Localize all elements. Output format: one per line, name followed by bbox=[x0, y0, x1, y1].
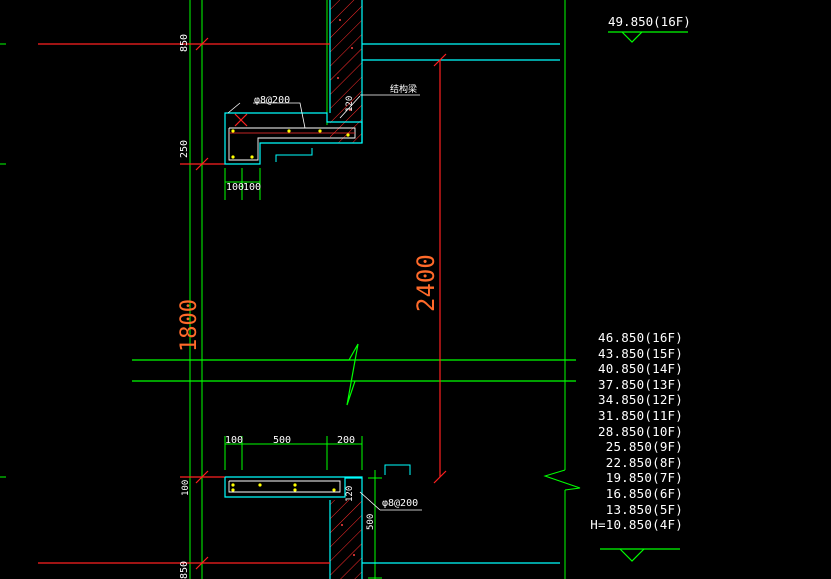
break-line bbox=[132, 343, 576, 406]
lower-canopy bbox=[224, 464, 411, 498]
level-elevation-item: 37.850(13F) bbox=[598, 376, 683, 392]
level-elevation-item: 22.850(8F) bbox=[605, 454, 683, 470]
rebar-label-bottom: φ8@200 bbox=[382, 498, 418, 509]
level-elevation-item: 28.850(10F) bbox=[598, 423, 683, 439]
dim-200: 200 bbox=[337, 435, 355, 446]
concrete-wall bbox=[329, 0, 363, 579]
floor-slab-lines bbox=[362, 43, 560, 564]
dim-100-a: 100 bbox=[226, 182, 244, 193]
level-marker-bottom bbox=[600, 548, 680, 562]
top-level-elevation: 49.850(16F) bbox=[608, 14, 691, 29]
level-elevation-item: 46.850(16F) bbox=[598, 330, 683, 345]
upper-canopy bbox=[224, 112, 363, 165]
leader-lines bbox=[227, 94, 422, 511]
dim-100-side: 100 bbox=[181, 480, 191, 496]
dim-100-c: 100 bbox=[225, 435, 243, 446]
level-elevation-item: 43.850(15F) bbox=[598, 345, 683, 361]
dim-250: 250 bbox=[179, 140, 190, 158]
dim-120-bottom: 120 bbox=[345, 486, 355, 502]
dim-500-vertical: 500 bbox=[366, 514, 376, 530]
level-elevation-item: H=10.850(4F) bbox=[590, 517, 683, 533]
dim-2400: 2400 bbox=[412, 254, 440, 312]
rebar-label-top: φ8@200 bbox=[254, 95, 290, 106]
level-marker-top bbox=[608, 31, 688, 43]
dim-100-b: 100 bbox=[243, 182, 261, 193]
level-elevation-item: 13.850(5F) bbox=[605, 501, 683, 517]
dim-1800: 1800 bbox=[177, 299, 202, 352]
level-elevation-item: 34.850(12F) bbox=[598, 392, 683, 408]
level-elevation-item: 19.850(7F) bbox=[605, 470, 683, 486]
level-elevation-item: 31.850(11F) bbox=[598, 408, 683, 423]
level-elevation-item: 25.850(9F) bbox=[605, 439, 683, 455]
level-lines bbox=[38, 37, 447, 570]
dim-500: 500 bbox=[273, 435, 291, 446]
structural-beam-label: 结构梁 bbox=[390, 83, 417, 95]
dim-850-bottom: 850 bbox=[179, 561, 190, 579]
dim-850-top: 850 bbox=[179, 34, 190, 52]
green-reference-lines bbox=[0, 0, 581, 579]
level-elevation-item: 40.850(14F) bbox=[598, 361, 683, 377]
dim-120-top: 120 bbox=[345, 96, 355, 112]
level-elevation-item: 16.850(6F) bbox=[605, 486, 683, 501]
